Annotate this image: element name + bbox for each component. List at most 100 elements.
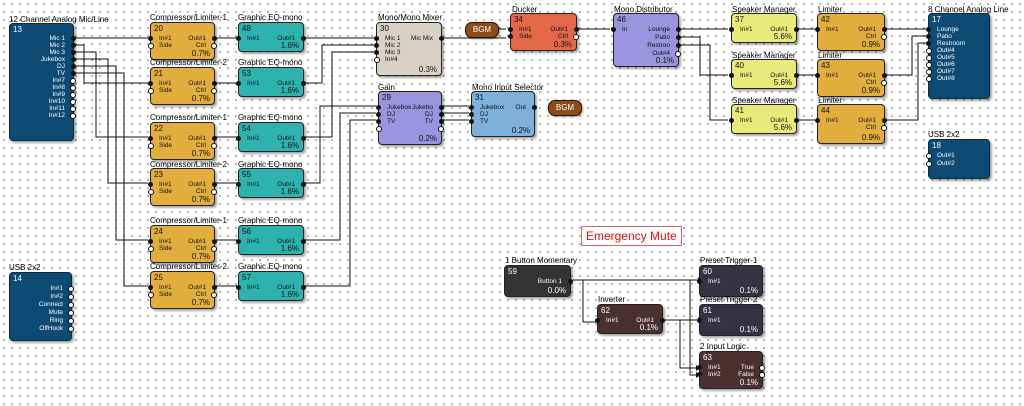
output-node[interactable]: [212, 36, 217, 41]
output-node[interactable]: [212, 239, 217, 244]
output-node[interactable]: [70, 113, 76, 119]
momentary-button-block[interactable]: 59 Button 1 0.0%: [504, 265, 573, 297]
input-node[interactable]: [469, 112, 474, 117]
input-node[interactable]: [815, 73, 820, 78]
input-node[interactable]: [236, 136, 241, 141]
output-node[interactable]: [439, 36, 444, 41]
input-node[interactable]: [595, 318, 600, 323]
output-node[interactable]: [675, 51, 681, 57]
output-node[interactable]: [211, 88, 217, 94]
output-node[interactable]: [438, 126, 444, 132]
input-node[interactable]: [508, 34, 513, 39]
preset-trigger-block[interactable]: 61 In#1 0.1%: [697, 304, 763, 336]
analog-out-block[interactable]: 17 Lounge Patio Restroom Out#4 Out#5 Out…: [926, 13, 990, 99]
output-node[interactable]: [71, 57, 76, 62]
input-node[interactable]: [926, 161, 932, 167]
output-node[interactable]: [71, 64, 76, 69]
output-node[interactable]: [882, 27, 887, 32]
input-node[interactable]: [508, 27, 513, 32]
output-node[interactable]: [439, 112, 444, 117]
output-node[interactable]: [212, 285, 217, 290]
output-node[interactable]: [301, 182, 306, 187]
gain-block[interactable]: 29 Jukebox DJ TV Jukebo DJ TV 0.2%: [376, 91, 444, 145]
output-node[interactable]: [70, 106, 76, 112]
output-node[interactable]: [68, 286, 74, 292]
usb-bottom-block[interactable]: 14 In#1 In#2 Connect Mute Ring OffHook: [9, 272, 74, 341]
output-node[interactable]: [439, 105, 444, 110]
mixer-block[interactable]: 30 Mic 1 Mic 2 Mic 3 In#4 Mic Mix 0.3%: [374, 22, 444, 76]
input-node[interactable]: [374, 57, 380, 63]
input-node[interactable]: [376, 119, 381, 124]
output-node[interactable]: [71, 71, 76, 76]
output-node[interactable]: [676, 35, 681, 40]
input-node[interactable]: [926, 34, 931, 39]
input-node[interactable]: [374, 36, 379, 41]
output-node[interactable]: [794, 73, 799, 78]
output-node[interactable]: [794, 27, 799, 32]
output-node[interactable]: [574, 27, 579, 32]
output-node[interactable]: [759, 372, 765, 378]
output-node[interactable]: [211, 189, 217, 195]
compressor-block[interactable]: 21 In#1 Side Out#1 Ctrl 0.7%: [148, 67, 217, 105]
input-node[interactable]: [148, 43, 154, 49]
usb-top-block[interactable]: 18 Out#1 Out#2: [926, 139, 990, 179]
output-node[interactable]: [212, 136, 217, 141]
output-node[interactable]: [676, 27, 681, 32]
input-node[interactable]: [926, 48, 932, 54]
preset-trigger-block[interactable]: 60 In#1 0.1%: [697, 265, 763, 297]
output-node[interactable]: [439, 119, 444, 124]
output-node[interactable]: [676, 43, 681, 48]
output-node[interactable]: [71, 36, 76, 41]
input-node[interactable]: [926, 41, 931, 46]
input-node[interactable]: [926, 153, 932, 159]
compressor-block[interactable]: 22 In#1 Side Out#1 Ctrl 0.7%: [148, 122, 217, 160]
input-node[interactable]: [729, 118, 734, 123]
output-node[interactable]: [759, 365, 765, 371]
input-node[interactable]: [236, 36, 241, 41]
inverter-block[interactable]: 62 In#1 Out#1 0.1%: [595, 304, 665, 334]
eq-block[interactable]: 53 In#1 Out#1 1.6%: [236, 67, 306, 97]
input-node[interactable]: [729, 73, 734, 78]
eq-block[interactable]: 55 In#1 Out#1 1.6%: [236, 168, 306, 198]
output-node[interactable]: [211, 292, 217, 298]
input-node[interactable]: [926, 69, 932, 75]
output-node[interactable]: [881, 34, 887, 40]
output-node[interactable]: [68, 302, 74, 308]
input-node[interactable]: [148, 143, 154, 149]
input-node[interactable]: [376, 126, 382, 132]
output-node[interactable]: [301, 36, 306, 41]
input-node[interactable]: [697, 318, 702, 323]
output-node[interactable]: [882, 118, 887, 123]
output-node[interactable]: [573, 34, 579, 40]
speaker-manager-block[interactable]: 41 In#1 Out#1 5.6%: [729, 104, 799, 134]
bgm-input-tag[interactable]: BGM: [465, 22, 499, 38]
compressor-block[interactable]: 20 In#1 Side Out#1 Ctrl 0.7%: [148, 22, 217, 60]
distributor-block[interactable]: 46 In Lounge Patio Restroo Out#4 0.1%: [611, 13, 681, 67]
input-node[interactable]: [697, 372, 702, 377]
input-node[interactable]: [697, 279, 702, 284]
input-node[interactable]: [148, 136, 153, 141]
input-node[interactable]: [148, 81, 153, 86]
bgm-output-tag[interactable]: BGM: [548, 100, 582, 116]
output-node[interactable]: [70, 85, 76, 91]
input-node[interactable]: [815, 118, 820, 123]
compressor-block[interactable]: 25 In#1 Side Out#1 Ctrl 0.7%: [148, 271, 217, 309]
input-node[interactable]: [236, 239, 241, 244]
input-node[interactable]: [611, 27, 616, 32]
input-node[interactable]: [148, 246, 154, 252]
input-node[interactable]: [148, 36, 153, 41]
output-node[interactable]: [211, 143, 217, 149]
compressor-block[interactable]: 24 In#1 Side Out#1 Ctrl 0.7%: [148, 225, 217, 263]
eq-block[interactable]: 54 In#1 Out#1 1.6%: [236, 122, 306, 152]
output-node[interactable]: [568, 279, 573, 284]
input-node[interactable]: [469, 105, 474, 110]
eq-block[interactable]: 56 In#1 Out#1 1.6%: [236, 225, 306, 255]
input-node[interactable]: [815, 27, 820, 32]
input-node[interactable]: [374, 43, 379, 48]
ducker-block[interactable]: 34 In#1 Side Out#1 Ctrl 0.3%: [508, 13, 579, 51]
output-node[interactable]: [881, 125, 887, 131]
output-node[interactable]: [70, 92, 76, 98]
output-node[interactable]: [882, 73, 887, 78]
output-node[interactable]: [68, 310, 74, 316]
output-node[interactable]: [301, 136, 306, 141]
